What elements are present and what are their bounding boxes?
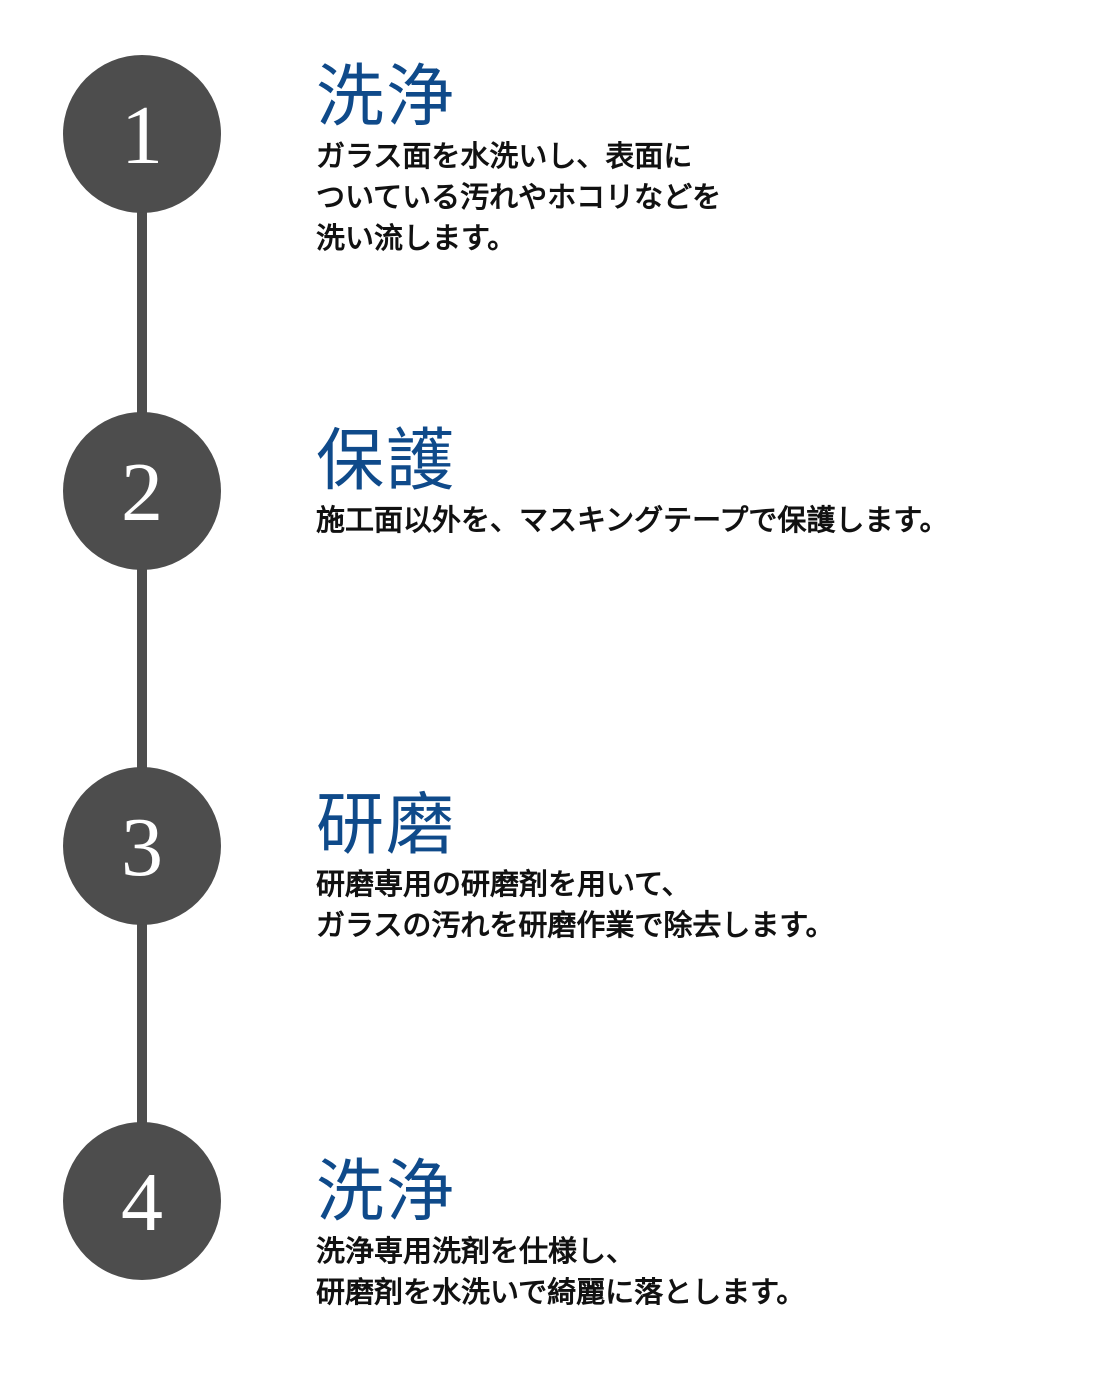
step-2-description: 施工面以外を、マスキングテープで保護します。: [316, 500, 1076, 541]
step-3-description: 研磨専用の研磨剤を用いて、 ガラスの汚れを研磨作業で除去します。: [316, 864, 1076, 946]
step-1-number: 1: [121, 89, 163, 182]
step-1-content: 洗浄 ガラス面を水洗いし、表面に ついている汚れやホコリなどを 洗い流します。: [316, 60, 1076, 259]
step-3-circle: 3: [63, 767, 221, 925]
timeline-connector: [137, 565, 147, 785]
timeline-connector: [137, 915, 147, 1140]
step-4-title: 洗浄: [316, 1153, 457, 1232]
step-1-description: ガラス面を水洗いし、表面に ついている汚れやホコリなどを 洗い流します。: [316, 136, 1076, 259]
step-1-circle: 1: [63, 55, 221, 213]
step-1-title: 洗浄: [316, 58, 457, 137]
step-4-description-line: 研磨剤を水洗いで綺麗に落とします。: [316, 1275, 806, 1309]
step-1-description-line: ついている汚れやホコリなどを: [316, 180, 722, 214]
step-1-description-line: ガラス面を水洗いし、表面に: [316, 139, 693, 173]
step-4-description: 洗浄専用洗剤を仕様し、 研磨剤を水洗いで綺麗に落とします。: [316, 1231, 1076, 1313]
step-2-circle: 2: [63, 412, 221, 570]
timeline-connector: [137, 200, 147, 430]
step-2-content: 保護 施工面以外を、マスキングテープで保護します。: [316, 424, 1076, 541]
step-3-title: 研磨: [316, 786, 457, 865]
step-3-content: 研磨 研磨専用の研磨剤を用いて、 ガラスの汚れを研磨作業で除去します。: [316, 788, 1076, 946]
step-4-description-line: 洗浄専用洗剤を仕様し、: [316, 1234, 636, 1268]
step-4-content: 洗浄 洗浄専用洗剤を仕様し、 研磨剤を水洗いで綺麗に落とします。: [316, 1155, 1076, 1313]
step-2-description-line: 施工面以外を、マスキングテープで保護します。: [316, 503, 949, 537]
step-4-number: 4: [121, 1156, 163, 1249]
step-4-circle: 4: [63, 1122, 221, 1280]
step-1-description-line: 洗い流します。: [316, 221, 517, 255]
step-3-number: 3: [121, 801, 163, 894]
step-3-description-line: ガラスの汚れを研磨作業で除去します。: [316, 908, 835, 942]
step-2-title: 保護: [316, 422, 457, 501]
step-2-number: 2: [121, 446, 163, 539]
step-3-description-line: 研磨専用の研磨剤を用いて、: [316, 867, 691, 901]
